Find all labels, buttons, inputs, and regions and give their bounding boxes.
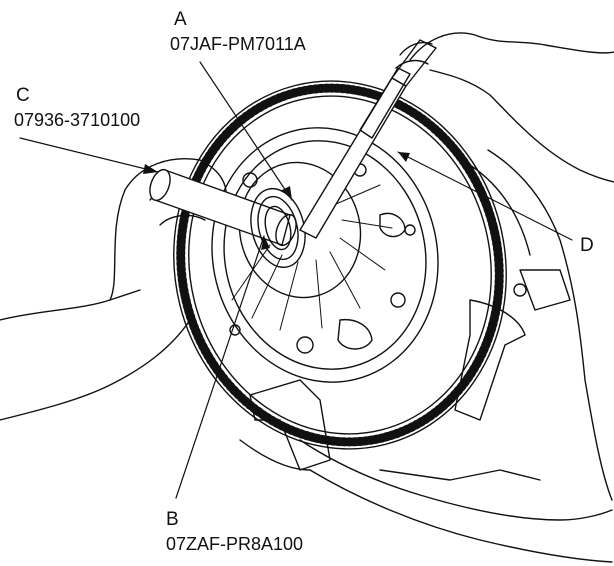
pressure-plate bbox=[211, 127, 439, 383]
leader-line-b bbox=[175, 235, 265, 499]
leader-lines bbox=[19, 61, 573, 499]
callout-a-letter: A bbox=[174, 9, 187, 30]
arrowhead-d bbox=[398, 152, 410, 162]
bearing-puller-tool bbox=[299, 39, 437, 239]
right-hand bbox=[395, 32, 614, 183]
transmission-housing bbox=[239, 149, 613, 563]
clutch-alignment-shaft bbox=[149, 168, 297, 247]
flywheel-ring-gear bbox=[173, 80, 507, 450]
pilot-bearing bbox=[250, 187, 306, 269]
leader-line-c bbox=[19, 137, 159, 173]
leader-line-d bbox=[397, 151, 573, 241]
callout-b-letter: B bbox=[166, 509, 179, 530]
callout-b-part-number: 07ZAF-PR8A100 bbox=[166, 534, 304, 554]
arrowhead-a bbox=[282, 186, 292, 200]
flywheel-bracket bbox=[249, 299, 526, 471]
callout-c-part-number: 07936-3710100 bbox=[14, 110, 141, 130]
leader-line-a bbox=[199, 61, 293, 201]
callout-d-letter: D bbox=[580, 235, 594, 256]
arrowhead-b bbox=[261, 236, 270, 250]
arrowhead-c bbox=[143, 164, 158, 174]
callout-c-letter: C bbox=[16, 85, 30, 106]
callout-a-part-number: 07JAF-PM7011A bbox=[170, 34, 306, 54]
